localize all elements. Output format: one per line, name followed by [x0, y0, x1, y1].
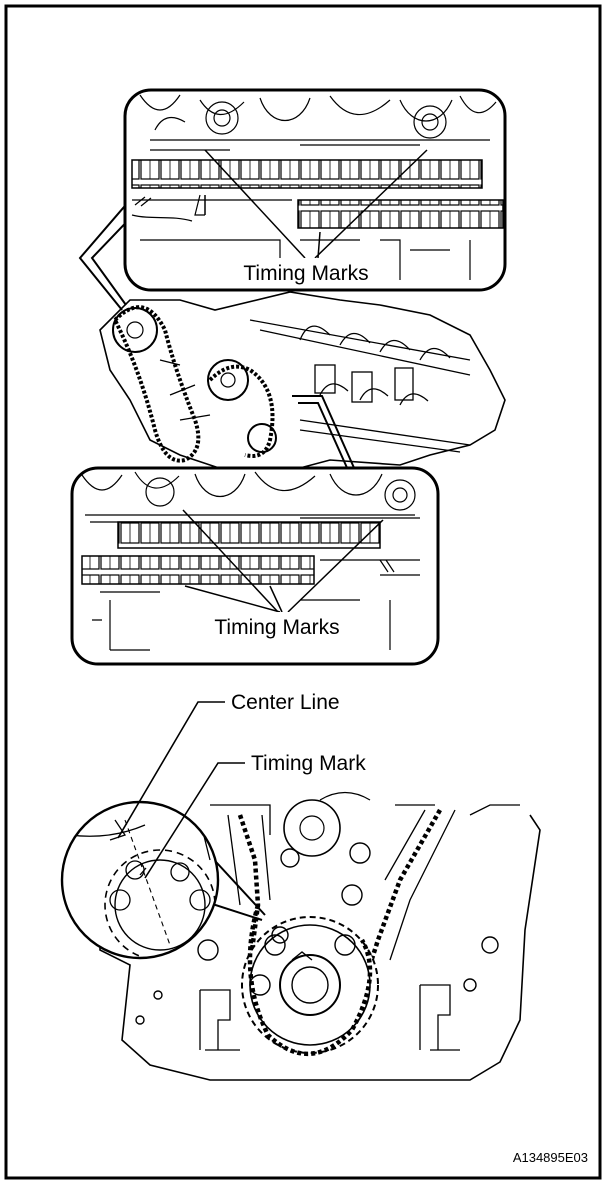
engine-assembly-illustration: [99, 291, 506, 473]
crankshaft-sprocket: [241, 916, 379, 1054]
top-callout: Timing Marks: [78, 88, 507, 311]
timing-mark-label: Timing Mark: [251, 752, 366, 775]
middle-callout: Timing Marks: [70, 466, 440, 666]
center-line-label: Center Line: [231, 691, 340, 714]
top-timing-marks-label: Timing Marks: [243, 262, 368, 285]
crankshaft-detail: [99, 791, 541, 1081]
figure-reference-id: A134895E03: [513, 1150, 588, 1165]
magnifier-detail: [60, 800, 220, 960]
middle-timing-marks-label: Timing Marks: [214, 616, 339, 639]
